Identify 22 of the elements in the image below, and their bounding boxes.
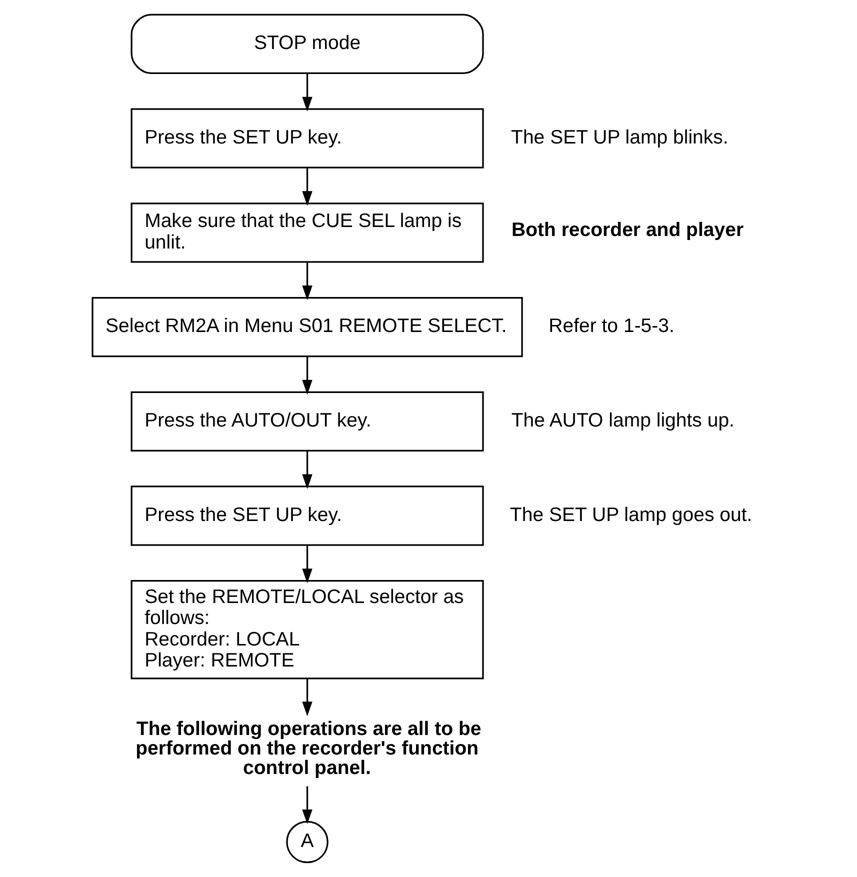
node-box: Press the AUTO/OUT key.	[130, 391, 484, 452]
arrow	[302, 786, 312, 824]
node-circle: A	[286, 820, 328, 864]
node-box: Select RM2A in Menu S01 REMOTE SELECT.	[92, 296, 523, 358]
arrow	[302, 262, 312, 300]
arrow	[302, 545, 312, 584]
node-label: Refer to 1-5-3.	[548, 315, 674, 338]
node-label: The SET UP lamp goes out.	[510, 504, 752, 526]
node-box: Make sure that the CUE SEL lamp is unlit.	[130, 202, 484, 263]
arrow	[302, 168, 312, 206]
node-box: Set the REMOTE/LOCAL selector as follows: Recorder: LOCAL Player: REMOTE	[130, 580, 484, 680]
node-box: Press the SET UP key.	[130, 108, 484, 168]
node-label: The SET UP lamp blinks.	[511, 126, 728, 148]
label: Both recorder and player	[511, 219, 744, 242]
node-box: Press the SET UP key.	[130, 486, 484, 546]
node-label: The AUTO lamp lights up.	[511, 409, 734, 432]
node-box: STOP mode	[130, 14, 484, 74]
arrow	[302, 678, 312, 716]
node-text: The following operations are all to be performed on the recorder's function control panel.	[136, 718, 482, 779]
arrow	[302, 356, 312, 395]
arrow	[302, 73, 312, 112]
arrow	[302, 450, 312, 489]
